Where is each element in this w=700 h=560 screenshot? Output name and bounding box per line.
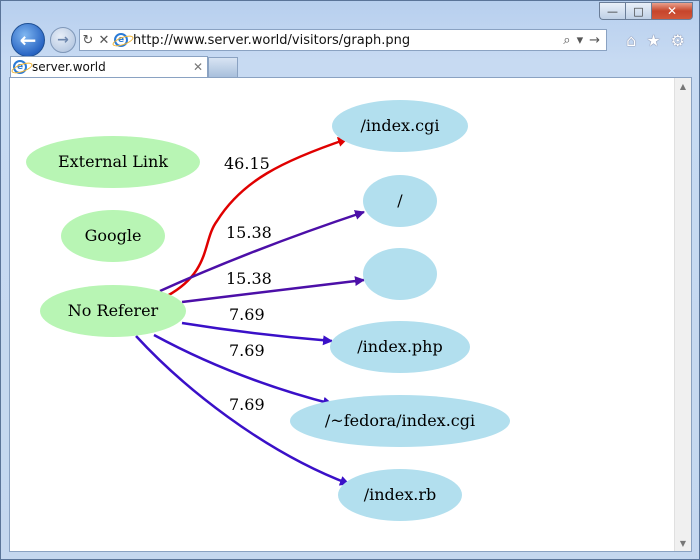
home-icon[interactable]: ⌂: [626, 31, 637, 50]
node-no-referer: [40, 285, 186, 337]
node-label: Google: [85, 226, 142, 245]
stop-icon[interactable]: ✕: [98, 32, 110, 48]
address-actions: ⌕ ▾ →: [563, 33, 606, 48]
edge-index-php: [181, 321, 333, 346]
node-label: /index.cgi: [361, 116, 440, 135]
edge-fedora-index-cgi: [153, 333, 333, 407]
refresh-icon[interactable]: ↻: [82, 32, 94, 48]
scroll-up-icon[interactable]: ▲: [679, 81, 687, 91]
edge-label: 7.69: [229, 341, 265, 360]
address-url[interactable]: http://www.server.world/visitors/graph.p…: [133, 32, 411, 48]
gear-icon[interactable]: ⚙: [670, 31, 685, 50]
address-bar[interactable]: ↻ ✕ e http://www.server.world/visitors/g…: [79, 29, 607, 51]
maximize-button[interactable]: □: [625, 2, 651, 20]
vertical-scrollbar[interactable]: ▲ ▼: [674, 78, 691, 551]
edge-label: 7.69: [229, 395, 265, 414]
tab-favicon-icon: e: [13, 60, 27, 74]
new-tab-button[interactable]: [208, 57, 238, 77]
edge-index-rb: [135, 335, 350, 486]
back-arrow-icon: ←: [19, 28, 37, 52]
minimize-button[interactable]: —: [599, 2, 625, 20]
close-button[interactable]: ✕: [651, 2, 693, 20]
back-button[interactable]: ←: [11, 23, 45, 57]
node-label: No Referer: [68, 301, 159, 320]
edge-index-cgi: [166, 137, 348, 298]
edge-label: 46.15: [224, 154, 270, 173]
node-label: /: [397, 191, 403, 210]
node-fedora-index-cgi: [290, 395, 510, 447]
referrer-graph: 46.15 15.38 15.38 7.69 7.69 7.69 Externa…: [26, 100, 510, 521]
node-google: [61, 210, 165, 262]
tab-title: server.world: [32, 60, 106, 74]
edge-label: 15.38: [226, 223, 272, 242]
edge-label: 7.69: [229, 305, 265, 324]
node-index-php: [330, 321, 470, 373]
edge-blank: [181, 276, 365, 304]
window-controls: — □ ✕: [599, 2, 693, 20]
edge-root: [159, 210, 365, 293]
node-label: /index.php: [357, 337, 442, 356]
tab-close-icon[interactable]: ✕: [192, 60, 204, 74]
node-label: /index.rb: [364, 485, 437, 504]
node-external-link: [26, 136, 200, 188]
tab-server-world[interactable]: e server.world ✕: [10, 56, 208, 77]
chevron-down-icon[interactable]: ▾: [576, 32, 584, 48]
ie-logo-icon: e: [114, 33, 128, 47]
scroll-down-icon[interactable]: ▼: [679, 538, 687, 548]
page-content: 46.15 15.38 15.38 7.69 7.69 7.69 Externa…: [9, 77, 692, 552]
favorites-icon[interactable]: ★: [646, 31, 661, 50]
node-index-rb: [338, 469, 462, 521]
node-blank: [363, 248, 437, 300]
node-index-cgi: [332, 100, 468, 152]
node-root: [363, 175, 437, 227]
search-icon[interactable]: ⌕: [563, 32, 571, 48]
forward-arrow-icon: →: [57, 32, 69, 48]
toolbar: ⌂ ★ ⚙: [626, 31, 685, 50]
node-label: /~fedora/index.cgi: [325, 411, 475, 430]
edge-label: 15.38: [226, 269, 272, 288]
go-arrow-icon[interactable]: →: [589, 32, 600, 48]
forward-button[interactable]: →: [50, 27, 76, 53]
node-label: External Link: [58, 152, 168, 171]
